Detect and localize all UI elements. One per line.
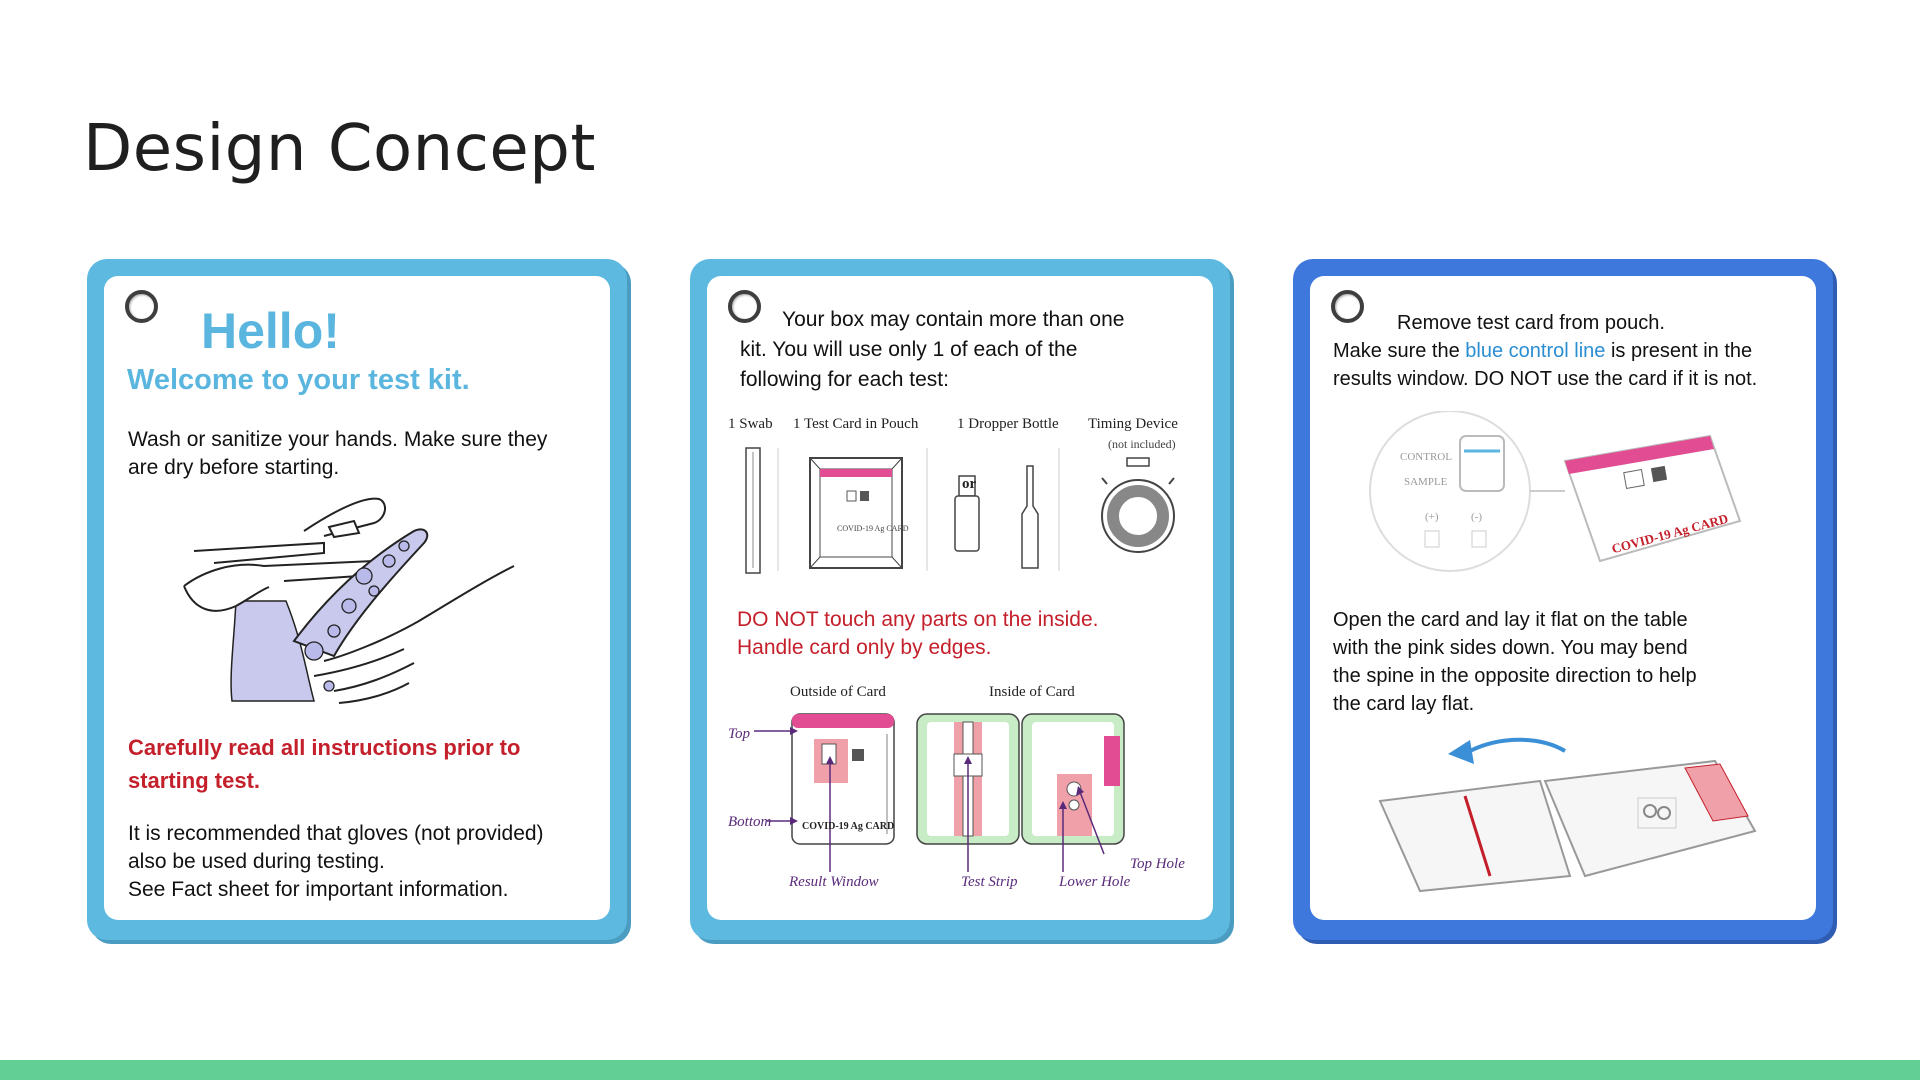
- callout-lower-hole: Lower Hole: [1059, 874, 1131, 890]
- callout-test-strip: Test Strip: [961, 874, 1018, 890]
- bottom-accent-bar: [0, 1060, 1920, 1080]
- negative-label: (-): [1471, 511, 1482, 523]
- touch-warning-line-1: DO NOT touch any parts on the inside.: [737, 608, 1099, 631]
- kit-items-illustration: [745, 447, 1175, 574]
- remove-card-line: Remove test card from pouch.: [1397, 312, 1665, 334]
- note-line-1: It is recommended that gloves (not provi…: [128, 822, 544, 845]
- open-card-line-3: the spine in the opposite direction to h…: [1333, 665, 1697, 687]
- note-line-3: See Fact sheet for important information…: [128, 878, 509, 901]
- page-title: Design Concept: [83, 112, 596, 186]
- instruction-card-1-body: Hello! Welcome to your test kit. Wash or…: [104, 276, 610, 920]
- instruction-card-3: Remove test card from pouch. Make sure t…: [1293, 259, 1833, 940]
- control-label: CONTROL: [1400, 451, 1452, 463]
- open-card-line-4: the card lay flat.: [1333, 693, 1475, 715]
- intro-line-2: kit. You will use only 1 of each of the: [740, 338, 1078, 361]
- outside-card-title: Outside of Card: [790, 684, 886, 700]
- sample-label: SAMPLE: [1404, 476, 1448, 488]
- item-label-timer: Timing Device: [1088, 416, 1178, 432]
- callout-top: Top: [728, 726, 750, 742]
- note-line-2: also be used during testing.: [128, 850, 385, 873]
- item-label-swab: 1 Swab: [728, 416, 773, 432]
- warning-line-1: Carefully read all instructions prior to: [128, 735, 521, 760]
- touch-warning-line-2: Handle card only by edges.: [737, 636, 992, 659]
- control-line-text-post: is present in the: [1605, 340, 1753, 362]
- welcome-subheading: Welcome to your test kit.: [127, 364, 470, 396]
- item-label-dropper: 1 Dropper Bottle: [957, 416, 1059, 432]
- control-line-sentence: Make sure the blue control line is prese…: [1333, 337, 1752, 365]
- callout-bottom: Bottom: [728, 814, 772, 830]
- inside-card-title: Inside of Card: [989, 684, 1075, 700]
- open-card-illustration: [1378, 737, 1757, 893]
- instruction-card-1: Hello! Welcome to your test kit. Wash or…: [87, 259, 627, 940]
- callout-result-window: Result Window: [789, 874, 879, 890]
- card-diagram-illustration: [754, 713, 1125, 872]
- outside-card-brand: COVID-19 Ag CARD: [802, 821, 895, 832]
- binder-ring-icon: [125, 290, 158, 323]
- warning-line-2: starting test.: [128, 768, 261, 793]
- wash-instruction-line-1: Wash or sanitize your hands. Make sure t…: [128, 428, 548, 451]
- item-label-test-card: 1 Test Card in Pouch: [793, 416, 919, 432]
- callout-top-hole: Top Hole: [1130, 856, 1185, 872]
- item-sublabel-timer: (not included): [1108, 437, 1176, 451]
- instruction-card-2: Your box may contain more than one kit. …: [690, 259, 1230, 940]
- blue-control-line-text: blue control line: [1465, 340, 1606, 362]
- wash-instruction-line-2: are dry before starting.: [128, 456, 340, 479]
- intro-line-1: Your box may contain more than one: [782, 308, 1125, 331]
- binder-ring-icon: [728, 290, 761, 323]
- intro-line-3: following for each test:: [740, 368, 949, 391]
- hand-washing-icon: [183, 497, 515, 704]
- positive-label: (+): [1425, 511, 1439, 523]
- pouch-brand-label: COVID-19 Ag CARD: [837, 524, 909, 533]
- instruction-card-3-body: Remove test card from pouch. Make sure t…: [1310, 276, 1816, 920]
- open-card-line-1: Open the card and lay it flat on the tab…: [1333, 609, 1688, 631]
- binder-ring-icon: [1331, 290, 1364, 323]
- control-window-illustration: [1369, 411, 1742, 572]
- control-line-text-pre: Make sure the: [1333, 340, 1466, 362]
- do-not-use-line: results window. DO NOT use the card if i…: [1333, 368, 1758, 390]
- instruction-card-2-body: Your box may contain more than one kit. …: [707, 276, 1213, 920]
- open-card-line-2: with the pink sides down. You may bend: [1333, 637, 1688, 659]
- hello-heading: Hello!: [201, 303, 340, 359]
- or-label: or: [962, 476, 977, 492]
